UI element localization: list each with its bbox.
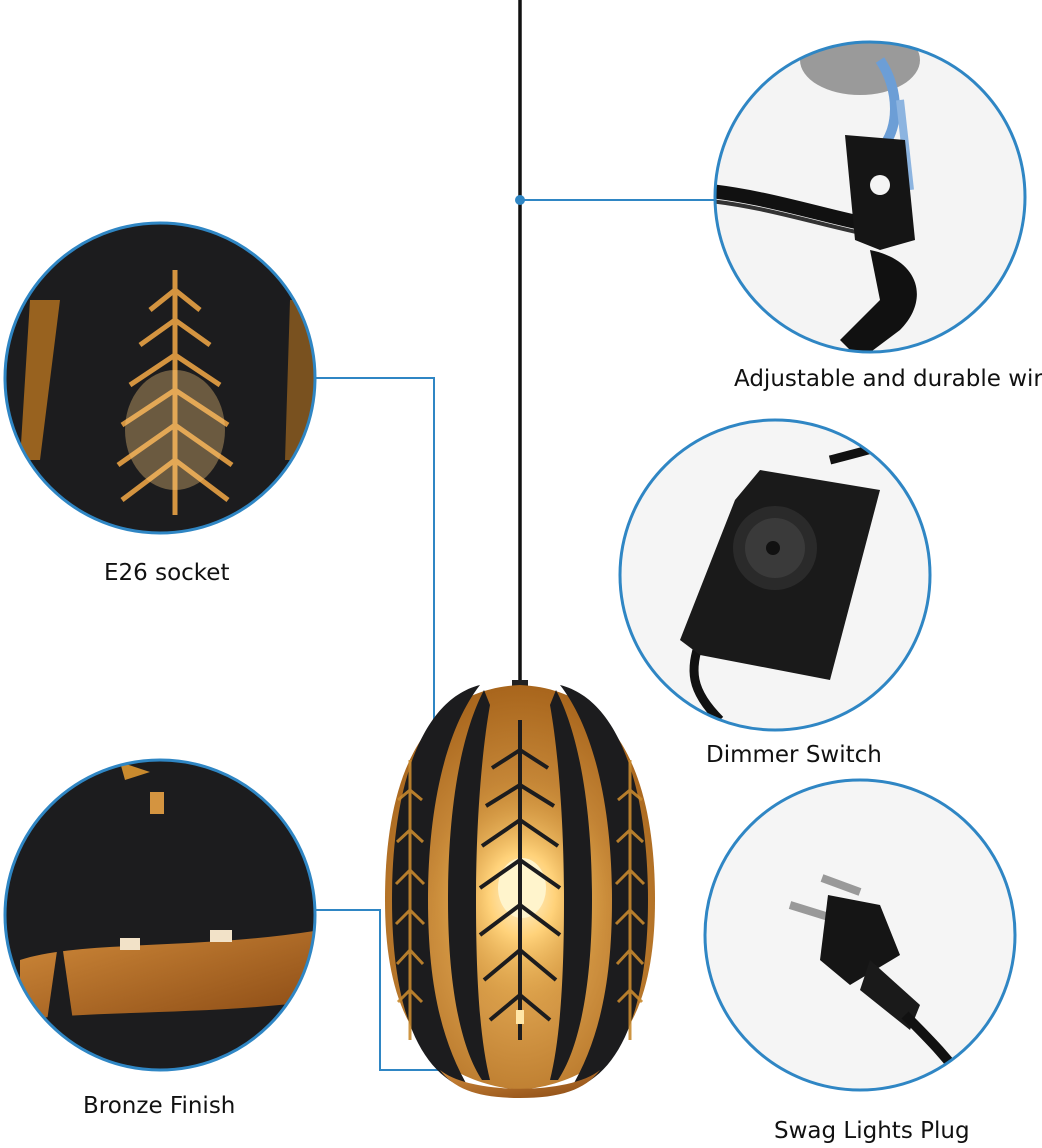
plug-detail-circle (703, 778, 1017, 1092)
finish-caption: Bronze Finish (83, 1093, 236, 1119)
wire-anchor-dot (515, 195, 525, 205)
wire-caption: Adjustable and durable wire (734, 366, 1042, 392)
pendant-lamp (385, 680, 655, 1098)
socket-detail-circle (3, 221, 317, 535)
wire-detail-circle (713, 40, 1027, 354)
plug-caption: Swag Lights Plug (774, 1118, 970, 1144)
finish-detail-circle (3, 758, 317, 1072)
socket-caption: E26 socket (104, 560, 230, 586)
dimmer-caption: Dimmer Switch (706, 742, 882, 768)
finish-connector (315, 909, 440, 1071)
dimmer-detail-circle (618, 418, 932, 732)
